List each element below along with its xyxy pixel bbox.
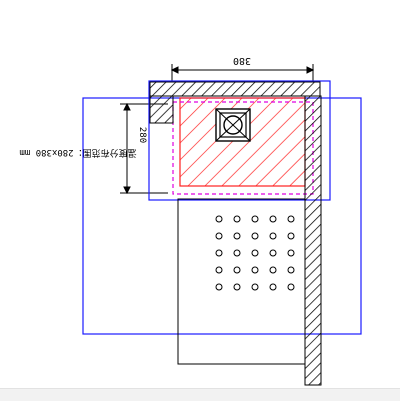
hole <box>233 266 241 274</box>
hole <box>251 266 259 274</box>
width-dimension-label: 380 <box>233 55 251 66</box>
left-wall <box>149 95 174 124</box>
hole <box>215 266 223 274</box>
right-wall <box>304 95 322 386</box>
hole <box>269 249 277 257</box>
region-note: 温度分布范围：280x380 mm <box>19 147 136 159</box>
hole <box>269 215 277 223</box>
hole <box>215 215 223 223</box>
hole-grid <box>215 215 295 291</box>
hole <box>269 266 277 274</box>
hole <box>251 283 259 291</box>
hole <box>251 232 259 240</box>
hole <box>251 215 259 223</box>
status-bar <box>0 388 400 401</box>
hole <box>269 232 277 240</box>
hole <box>287 283 295 291</box>
hole <box>287 215 295 223</box>
width-dimension <box>170 64 315 82</box>
panel-outline <box>177 198 306 365</box>
hole <box>215 283 223 291</box>
hole <box>233 232 241 240</box>
hole <box>287 266 295 274</box>
top-wall <box>149 81 321 97</box>
height-dimension-label: 280 <box>137 127 147 143</box>
hole <box>269 283 277 291</box>
sensor-square <box>215 108 251 142</box>
hole <box>233 283 241 291</box>
hole <box>233 249 241 257</box>
hole <box>287 249 295 257</box>
hole <box>287 232 295 240</box>
hole <box>251 249 259 257</box>
hole <box>215 232 223 240</box>
hole <box>233 215 241 223</box>
hole <box>215 249 223 257</box>
inner-blue-box <box>148 80 331 201</box>
